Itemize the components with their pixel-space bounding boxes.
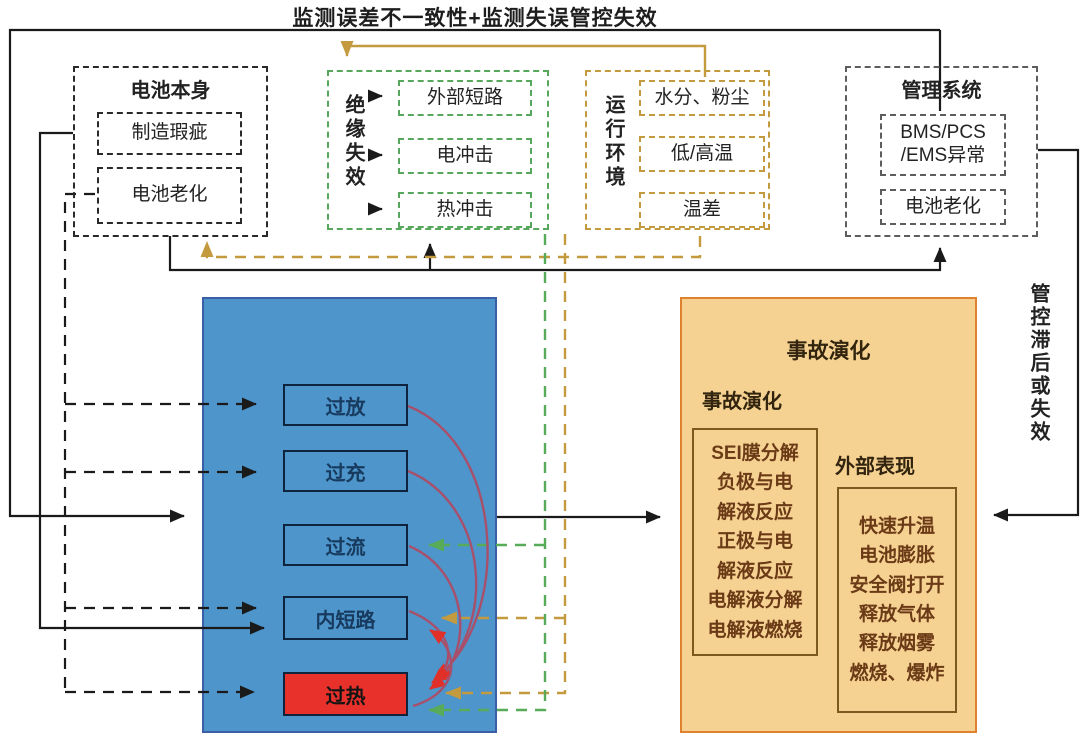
group-management-system: 管理系统 BMS/PCS /EMS异常 电池老化 <box>845 66 1038 237</box>
node-moisture-dust: 水分、粉尘 <box>639 80 765 116</box>
node-bms-pcs-ems-abnormal: BMS/PCS /EMS异常 <box>880 114 1006 176</box>
group-environment: 运行环境 水分、粉尘 低/高温 温差 <box>585 70 770 230</box>
node-overheat: 过热 <box>283 672 408 716</box>
node-temp-difference: 温差 <box>639 192 765 228</box>
node-internal-short: 内短路 <box>283 596 408 640</box>
group-battery-self-title: 电池本身 <box>130 80 211 102</box>
external-title: 外部表现 <box>835 456 915 478</box>
node-management-battery-aging: 电池老化 <box>880 189 1006 225</box>
node-external-short: 外部短路 <box>398 80 532 116</box>
node-overdischarge: 过放 <box>283 384 408 426</box>
internal-reactions-list: SEI膜分解 负极与电 解液反应 正极与电 解液反应 电解液分解 电解液燃烧 <box>692 428 818 656</box>
node-overcurrent: 过流 <box>283 524 408 566</box>
evolution-panel-title: 事故演化 <box>786 340 871 363</box>
evolution-panel <box>680 297 977 733</box>
group-insulation-label: 绝缘失效 <box>342 94 364 190</box>
control-lag-label: 管控滞后或失效 <box>1027 283 1049 444</box>
diagram-title: 监测误差不一致性+监测失误管控失效 <box>292 7 658 30</box>
group-management-title: 管理系统 <box>901 80 982 102</box>
evolution-content: 事故演化 事故演化 SEI膜分解 负极与电 解液反应 正极与电 解液反应 电解液… <box>680 297 977 733</box>
external-manifestations-list: 快速升温 电池膨胀 安全阀打开 释放气体 释放烟雾 燃烧、爆炸 <box>837 487 957 713</box>
group-environment-label: 运行环境 <box>602 94 624 190</box>
node-low-high-temp: 低/高温 <box>639 136 765 172</box>
node-manufacturing-defect: 制造瑕疵 <box>97 112 242 155</box>
node-overcharge: 过充 <box>283 450 408 492</box>
node-electric-shock: 电冲击 <box>398 138 532 174</box>
group-insulation-failure: 绝缘失效 外部短路 电冲击 热冲击 <box>327 70 549 230</box>
node-thermal-shock: 热冲击 <box>398 192 532 228</box>
group-battery-self: 电池本身 制造瑕疵 电池老化 <box>73 66 268 237</box>
evolution-sub-title: 事故演化 <box>702 391 782 413</box>
node-battery-aging: 电池老化 <box>97 167 242 224</box>
